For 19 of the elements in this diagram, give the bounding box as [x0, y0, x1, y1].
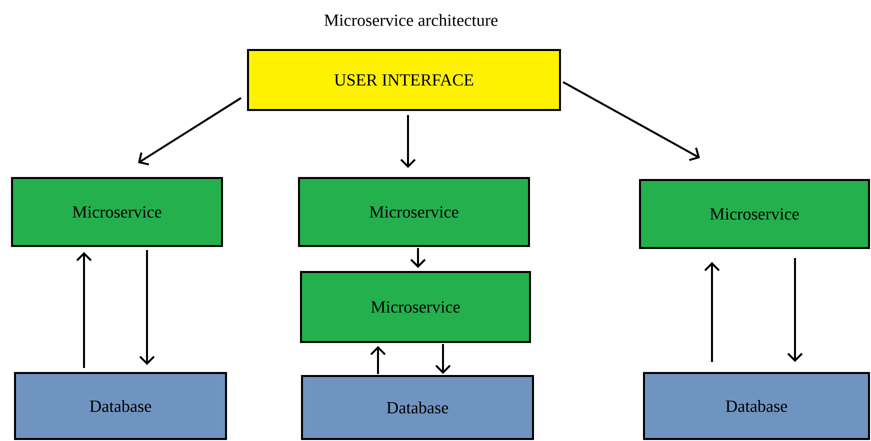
arrow	[410, 248, 426, 268]
database-box: Database	[14, 372, 227, 440]
arrow	[370, 346, 386, 374]
arrow	[400, 115, 416, 168]
service-box: Microservice	[639, 178, 870, 249]
database-box: Database	[301, 374, 534, 440]
arrow	[562, 81, 700, 161]
service-box: Microservice	[11, 177, 223, 247]
arrow	[704, 262, 720, 362]
arrow	[76, 252, 92, 368]
service-box: Microservice	[298, 177, 530, 247]
database-box: Database	[643, 372, 870, 440]
arrow	[139, 250, 155, 365]
arrow	[138, 97, 242, 166]
diagram-title: Microservice architecture	[324, 14, 498, 26]
service-box: Microservice	[300, 271, 531, 343]
interface-box: USER INTERFACE	[247, 49, 561, 111]
arrow	[787, 258, 803, 362]
arrow	[435, 344, 451, 374]
